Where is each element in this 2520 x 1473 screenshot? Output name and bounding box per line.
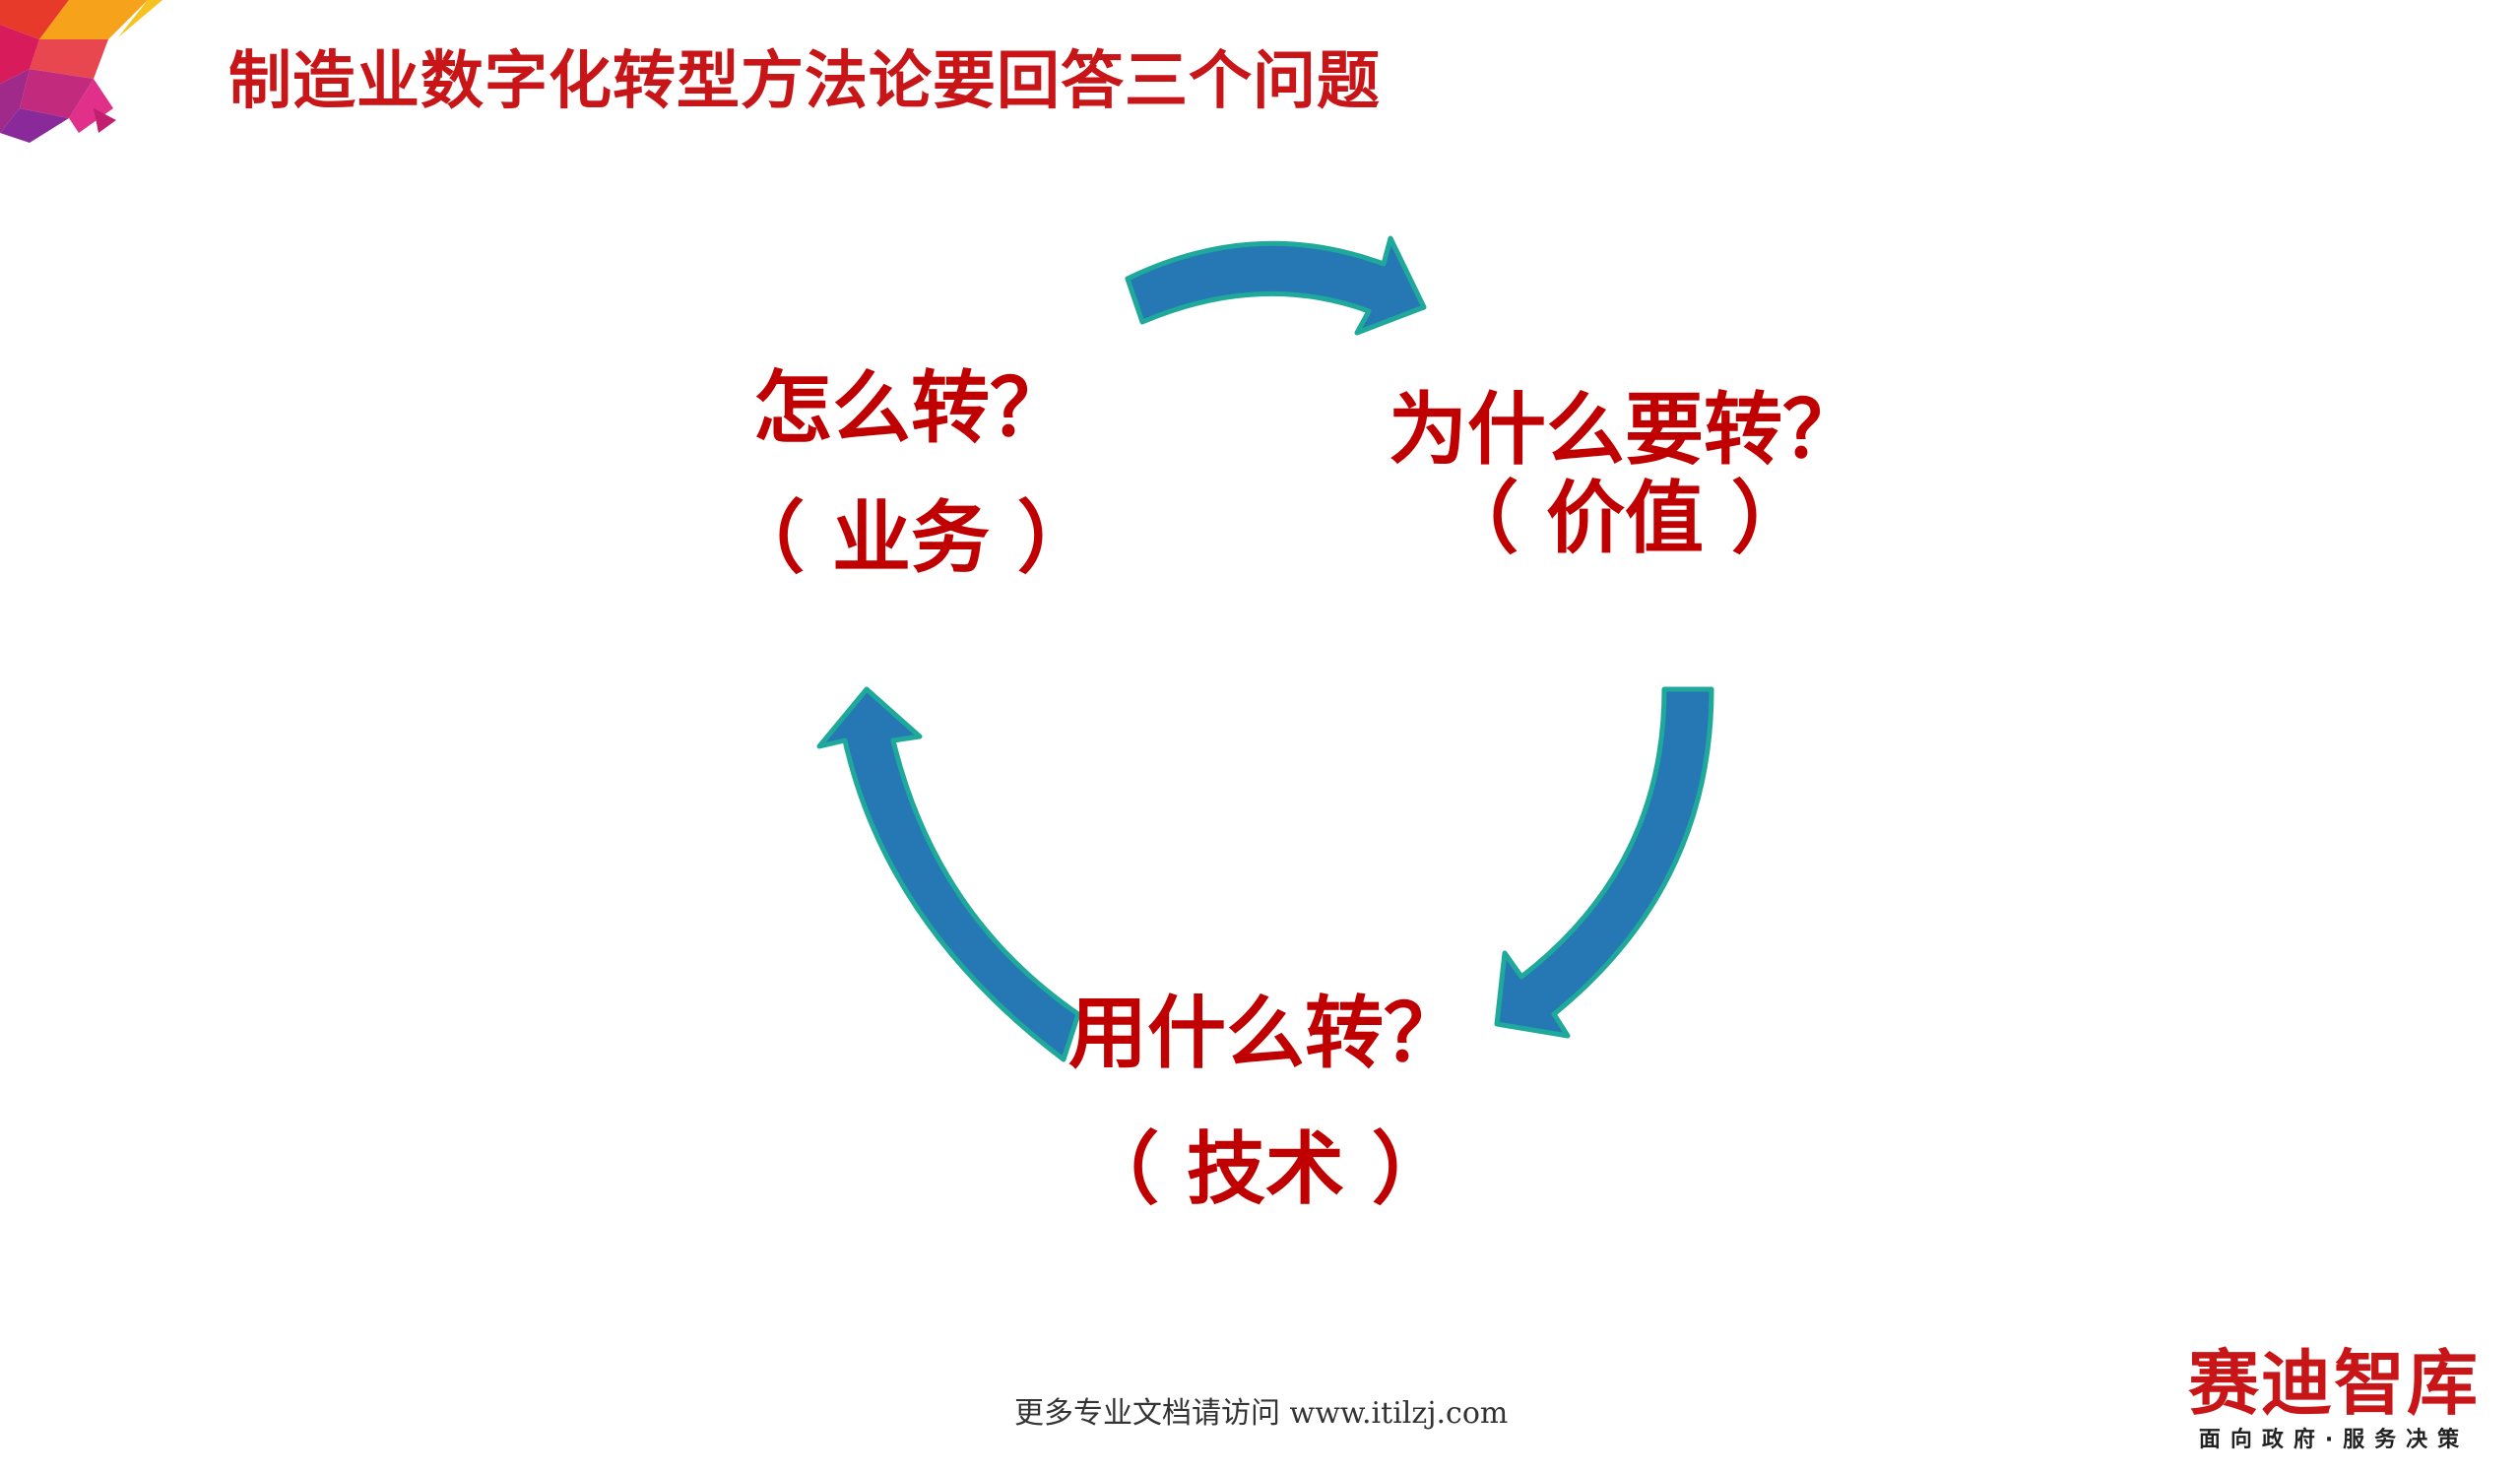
corner-decoration	[0, 0, 162, 143]
node-why: 为什么要转？ （ 价值 ）	[1389, 386, 1861, 563]
arrow-what-to-how	[816, 686, 1081, 1062]
node-what-question: 用什么转？	[1068, 988, 1462, 1079]
node-how-aspect: （ 业务 ）	[726, 492, 1096, 584]
node-why-aspect: （ 价值 ）	[1440, 473, 1810, 564]
arrow-how-to-why	[1125, 235, 1427, 336]
footer-link[interactable]: 更多专业文档请访问 www.itilzj.com	[1014, 1396, 1509, 1431]
node-how-question: 怎么转？	[752, 362, 1068, 454]
page-title: 制造业数字化转型方法论要回答三个问题	[228, 45, 1381, 118]
node-why-question: 为什么要转？	[1389, 384, 1861, 476]
logo-tagline: 面向政府·服务决策	[2198, 1428, 2470, 1452]
node-what: 用什么转？ （ 技术 ）	[1068, 990, 1462, 1214]
logo-name: 赛迪智库	[2187, 1342, 2480, 1425]
brand-logo: 赛迪智库 面向政府·服务决策	[2178, 1341, 2489, 1455]
arrow-why-to-what	[1494, 686, 1714, 1039]
node-what-aspect: （ 技术 ）	[1080, 1123, 1451, 1215]
node-how: 怎么转？ （ 业务 ）	[726, 364, 1096, 583]
